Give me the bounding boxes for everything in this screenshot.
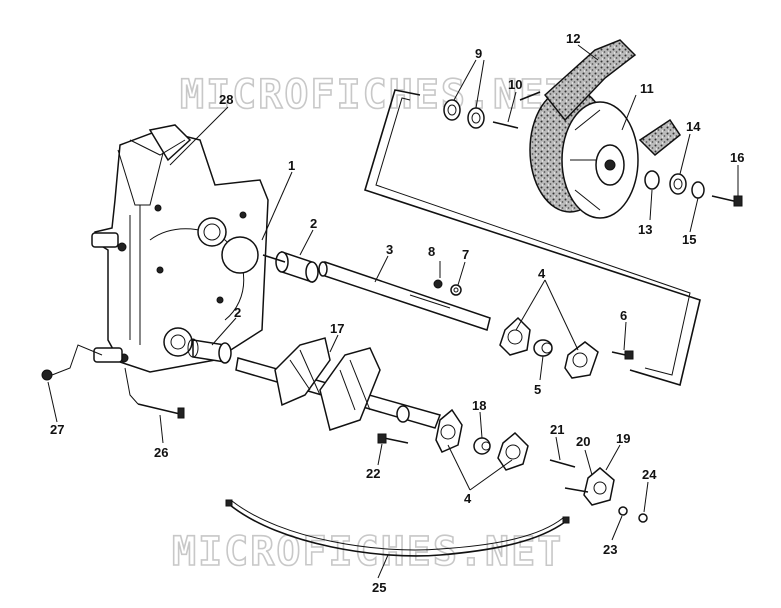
bearing-flange-lower-right xyxy=(497,431,529,471)
callout-28: 28 xyxy=(219,92,233,107)
callout-24: 24 xyxy=(642,467,657,482)
callout-17: 17 xyxy=(330,321,344,336)
bolt-16 xyxy=(711,195,743,207)
cable-25 xyxy=(225,499,570,557)
bolt-22 xyxy=(377,433,409,444)
callout-25: 25 xyxy=(372,580,386,595)
callout-16: 16 xyxy=(730,150,744,165)
callout-4-lower: 4 xyxy=(464,491,472,506)
callout-labels: 28 1 2 2 3 8 7 9 10 11 12 13 14 15 16 4 … xyxy=(50,31,744,595)
callout-21: 21 xyxy=(550,422,564,437)
callout-7: 7 xyxy=(462,247,469,262)
watermark-bottom: MICROFICHES.NET xyxy=(172,529,563,575)
callout-1: 1 xyxy=(288,158,295,173)
pin-21 xyxy=(549,459,576,468)
leader-lines xyxy=(47,44,739,579)
callout-12: 12 xyxy=(566,31,580,46)
callout-14: 14 xyxy=(686,119,701,134)
callout-23: 23 xyxy=(603,542,617,557)
bearing-18 xyxy=(473,437,491,455)
callout-9: 9 xyxy=(475,46,482,61)
bearing-5 xyxy=(533,339,553,357)
callout-18: 18 xyxy=(472,398,486,413)
nut-27 xyxy=(41,369,53,381)
bolt-26 xyxy=(137,403,185,419)
callout-22: 22 xyxy=(366,466,380,481)
callout-19: 19 xyxy=(616,431,630,446)
callout-5: 5 xyxy=(534,382,541,397)
upper-shaft xyxy=(262,254,491,331)
callout-11: 11 xyxy=(640,81,654,96)
callout-4-upper: 4 xyxy=(538,266,546,281)
washer-7 xyxy=(450,284,462,296)
belt-frame-outline xyxy=(364,89,701,387)
bearing-housing-20 xyxy=(564,467,615,506)
bolt-6 xyxy=(611,350,634,360)
callout-2-lower: 2 xyxy=(234,305,241,320)
bearing-flange-upper-left xyxy=(499,316,531,356)
drive-belt-12 xyxy=(543,39,682,157)
spacer-upper xyxy=(275,250,319,284)
washer-15 xyxy=(691,181,705,199)
callout-26: 26 xyxy=(154,445,168,460)
bearing-flange-upper-right xyxy=(564,341,599,379)
washer-14 xyxy=(669,173,687,195)
bearing-flange-lower-left xyxy=(435,408,463,453)
pin-10 xyxy=(492,121,519,129)
callout-20: 20 xyxy=(576,434,590,449)
callout-15: 15 xyxy=(682,232,696,247)
callout-27: 27 xyxy=(50,422,64,437)
callout-10: 10 xyxy=(508,77,522,92)
washers-9 xyxy=(443,99,485,129)
gearcase-housing xyxy=(91,124,269,373)
callout-3: 3 xyxy=(386,242,393,257)
watermark-top: MICROFICHES.NET xyxy=(180,72,571,118)
callout-2-upper: 2 xyxy=(310,216,317,231)
nut-8 xyxy=(433,279,443,289)
callout-6: 6 xyxy=(620,308,627,323)
pulley-11 xyxy=(529,87,639,219)
washer-23 xyxy=(618,506,628,516)
spacer-lower xyxy=(187,338,232,364)
impeller-17 xyxy=(235,337,441,431)
callout-8: 8 xyxy=(428,244,435,259)
nut-24 xyxy=(638,513,648,523)
spacer-13 xyxy=(644,170,660,190)
callout-13: 13 xyxy=(638,222,652,237)
